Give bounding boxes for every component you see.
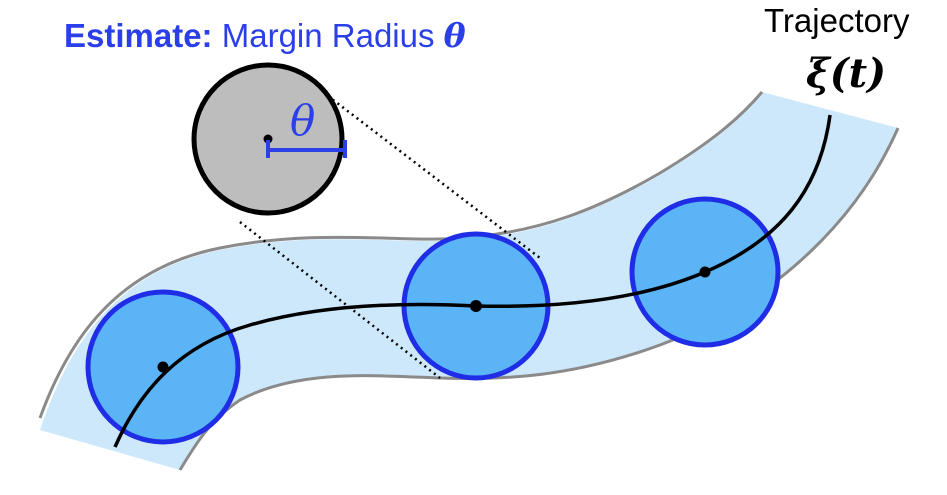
- title-prefix: Estimate:: [64, 17, 213, 54]
- title-text: Margin Radius: [221, 17, 435, 54]
- tube-upper-edge: [38, 91, 764, 419]
- trajectory-equation: ξ(t): [806, 50, 887, 97]
- title-symbol: θ: [443, 16, 466, 55]
- inset-center-point: [263, 134, 273, 144]
- trajectory-point-2: [470, 300, 482, 312]
- inset-radius-symbol: θ: [290, 96, 316, 145]
- trajectory-point-3: [699, 266, 711, 278]
- trajectory-point-1: [157, 361, 169, 373]
- diagram-title: Estimate: Margin Radius θ: [64, 16, 466, 55]
- zoom-line-top: [327, 95, 541, 259]
- zoom-line-bottom: [239, 221, 441, 379]
- trajectory-label: Trajectory: [764, 2, 910, 39]
